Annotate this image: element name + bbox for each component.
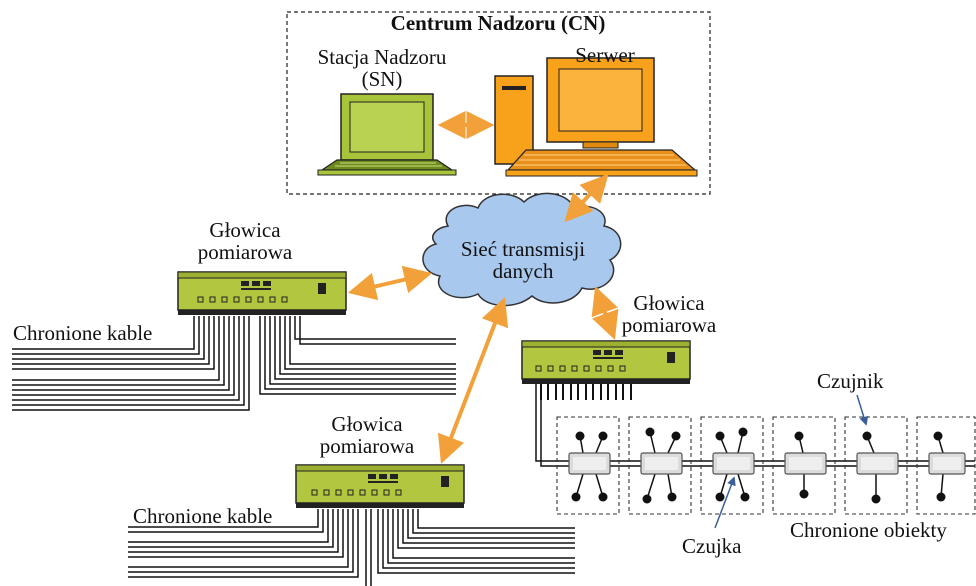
- protected-objects: [556, 416, 976, 515]
- network-label: Sieć transmisji danych: [460, 237, 586, 283]
- sensor-callout-arrow: [856, 394, 869, 426]
- protected-cables-1: [12, 316, 456, 411]
- arrow-head1-cloud: [347, 265, 433, 301]
- measurement-head-2: [521, 340, 691, 384]
- cables-label-1: Chronione kable: [13, 321, 153, 345]
- laptop-icon: [317, 93, 457, 176]
- sensor-label: Czujnik: [817, 369, 884, 393]
- arrow-cloud-head3: [437, 297, 509, 464]
- head-1-label: Głowica pomiarowa: [197, 218, 293, 264]
- station-label: Stacja Nadzoru (SN): [317, 45, 447, 91]
- control-center-box: [286, 11, 711, 195]
- server-icon: [494, 57, 698, 177]
- detector-callout-arrow: [714, 476, 736, 529]
- head-3-label: Głowica pomiarowa: [319, 412, 415, 458]
- head-2-connectors: [540, 384, 632, 400]
- detector-label: Czujka: [682, 534, 742, 558]
- control-center-title: Centrum Nadzoru (CN): [390, 11, 606, 35]
- cables-label-2: Chronione kable: [133, 504, 273, 528]
- sensor-bus: [535, 384, 975, 467]
- arrow-cloud-head2: [591, 286, 619, 340]
- callout-arrows: [714, 394, 869, 529]
- measurement-head-3: [295, 464, 465, 508]
- server-label: Serwer: [575, 43, 635, 67]
- protected-cables-2: [128, 509, 575, 586]
- arrow-server-cloud: [564, 173, 609, 223]
- head-2-label: Głowica pomiarowa: [621, 291, 717, 337]
- objects-label: Chronione obiekty: [790, 518, 947, 542]
- measurement-head-1: [177, 271, 347, 315]
- orange-arrows: [347, 111, 619, 464]
- detectors-and-sensors: [568, 427, 966, 504]
